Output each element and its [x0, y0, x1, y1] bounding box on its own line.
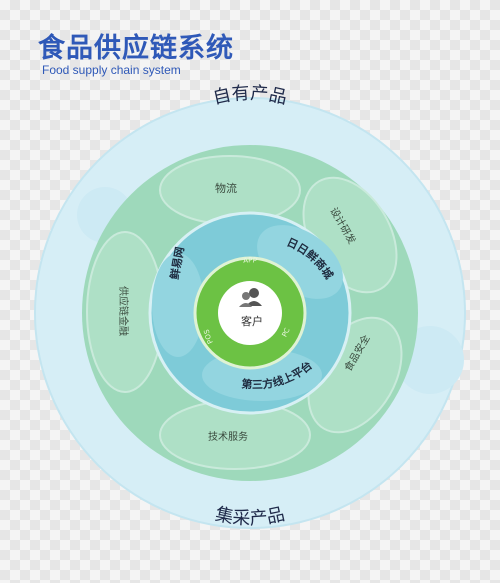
core-label-pc: PC — [281, 327, 292, 339]
segment-tech-service: 技术服务 — [208, 430, 248, 443]
core-label-app: APP — [243, 256, 257, 264]
center-node: 客户 — [218, 281, 282, 345]
center-label: 客户 — [241, 314, 263, 328]
diagram-subtitle: Food supply chain system — [42, 63, 181, 77]
diagram-title: 食品供应链系统 — [38, 33, 234, 64]
inner-ring — [148, 211, 352, 415]
segment-logistics: 物流 — [215, 181, 237, 195]
users-icon — [239, 288, 262, 307]
segment-supply-finance: 供应链金融 — [117, 286, 130, 336]
inner-label-xianyi: 鲜易网 — [167, 246, 187, 281]
